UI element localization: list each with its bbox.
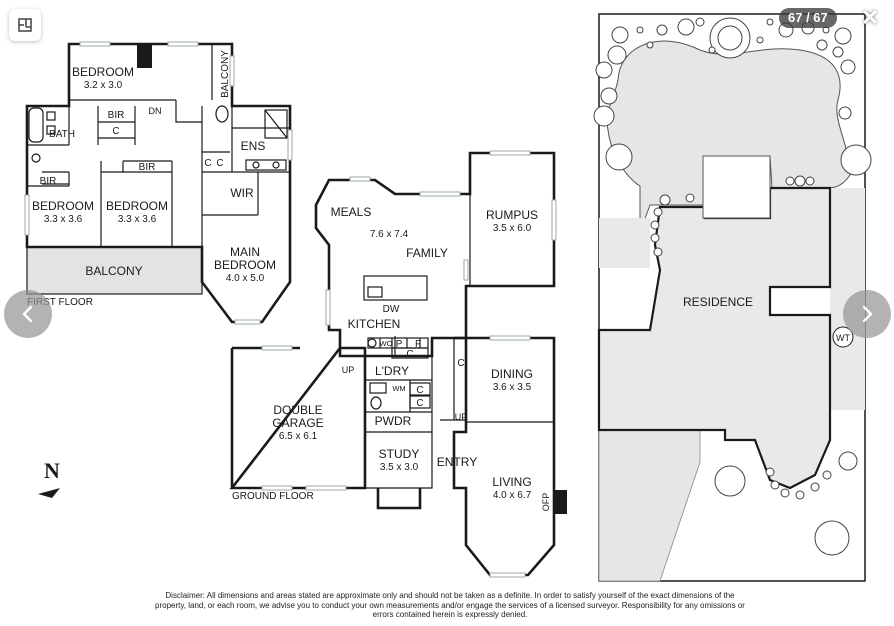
p-label: P (396, 339, 403, 350)
main-bedroom-label-2: BEDROOM (214, 258, 276, 272)
floorplan-icon (18, 18, 32, 32)
bedroom-top-dim: 3.2 x 3.0 (84, 80, 123, 91)
rumpus-dim: 3.5 x 6.0 (493, 223, 532, 234)
close-icon[interactable]: ✕ (860, 5, 880, 30)
bedroom-mid-label: BEDROOM (106, 199, 168, 213)
disclaimer-text: Disclaimer: All dimensions and areas sta… (155, 591, 745, 619)
chevron-right-icon (862, 305, 873, 323)
study-label: STUDY (379, 447, 420, 461)
c-1-label: C (112, 126, 119, 137)
family-label: FAMILY (406, 246, 448, 260)
balcony-side-label: BALCONY (220, 50, 231, 98)
kitchen-label: KITCHEN (348, 317, 401, 331)
dining-dim: 3.6 x 3.5 (493, 382, 532, 393)
up-1-label: UP (342, 365, 355, 375)
ground-floor-title: GROUND FLOOR (232, 491, 314, 502)
bir-3-label: BIR (40, 176, 57, 187)
north-compass: N (38, 458, 60, 498)
chevron-left-icon (22, 305, 33, 323)
bedroom-top-label: BEDROOM (72, 65, 134, 79)
first-floor-title: FIRST FLOOR (27, 297, 93, 308)
f-label: F (415, 339, 421, 350)
dn-label: DN (149, 106, 162, 116)
c-2-label: C (204, 158, 211, 169)
powder-label: PWDR (375, 414, 412, 428)
garage-label-2: GARAGE (272, 416, 323, 430)
meals-label: MEALS (331, 205, 372, 219)
image-counter: 67 / 67 (779, 8, 837, 28)
next-image-button[interactable] (843, 290, 891, 338)
wm-label: WM (392, 384, 405, 393)
c-d-label: C (416, 398, 423, 409)
site-plan: RESIDENCE WT (593, 13, 872, 582)
c-a-label: C (406, 349, 413, 360)
rumpus-label: RUMPUS (486, 208, 538, 222)
family-dim: 7.6 x 7.4 (370, 229, 409, 240)
laundry-label: L'DRY (375, 364, 409, 378)
first-floor-plan: BEDROOM 3.2 x 3.0 BALCONY DN BIR C BATH … (24, 41, 293, 325)
ofp-label: OFP (541, 493, 551, 512)
water-tank-label: WT (836, 333, 850, 343)
up-2-label: UP (455, 412, 468, 422)
living-dim: 4.0 x 6.7 (493, 490, 532, 501)
bedroom-left-dim: 3.3 x 3.6 (44, 214, 83, 225)
study-dim: 3.5 x 3.0 (380, 462, 419, 473)
main-bedroom-dim: 4.0 x 5.0 (226, 273, 265, 284)
dining-label: DINING (491, 367, 533, 381)
balcony-label: BALCONY (85, 264, 142, 278)
c-3-label: C (216, 158, 223, 169)
garage-dim: 6.5 x 6.1 (279, 431, 318, 442)
bedroom-left-label: BEDROOM (32, 199, 94, 213)
c-c-label: C (416, 385, 423, 396)
previous-image-button[interactable] (4, 290, 52, 338)
dw-label: DW (383, 304, 400, 315)
garage-label-1: DOUBLE (273, 403, 322, 417)
residence-label: RESIDENCE (683, 295, 753, 309)
north-letter: N (44, 458, 60, 483)
main-bedroom-label-1: MAIN (230, 245, 260, 259)
floorplan-toggle-button[interactable] (9, 9, 41, 41)
wo-label: WO (380, 339, 393, 348)
living-label: LIVING (492, 475, 531, 489)
ens-label: ENS (241, 139, 266, 153)
ground-floor-plan: MEALS 7.6 x 7.4 FAMILY RUMPUS 3.5 x 6.0 … (229, 150, 567, 578)
entry-label: ENTRY (437, 455, 477, 469)
bedroom-mid-dim: 3.3 x 3.6 (118, 214, 157, 225)
bir-1-label: BIR (108, 110, 125, 121)
c-b-label: C (457, 358, 464, 369)
wir-label: WIR (230, 186, 254, 200)
bath-label: BATH (49, 129, 75, 140)
bir-2-label: BIR (139, 162, 156, 173)
